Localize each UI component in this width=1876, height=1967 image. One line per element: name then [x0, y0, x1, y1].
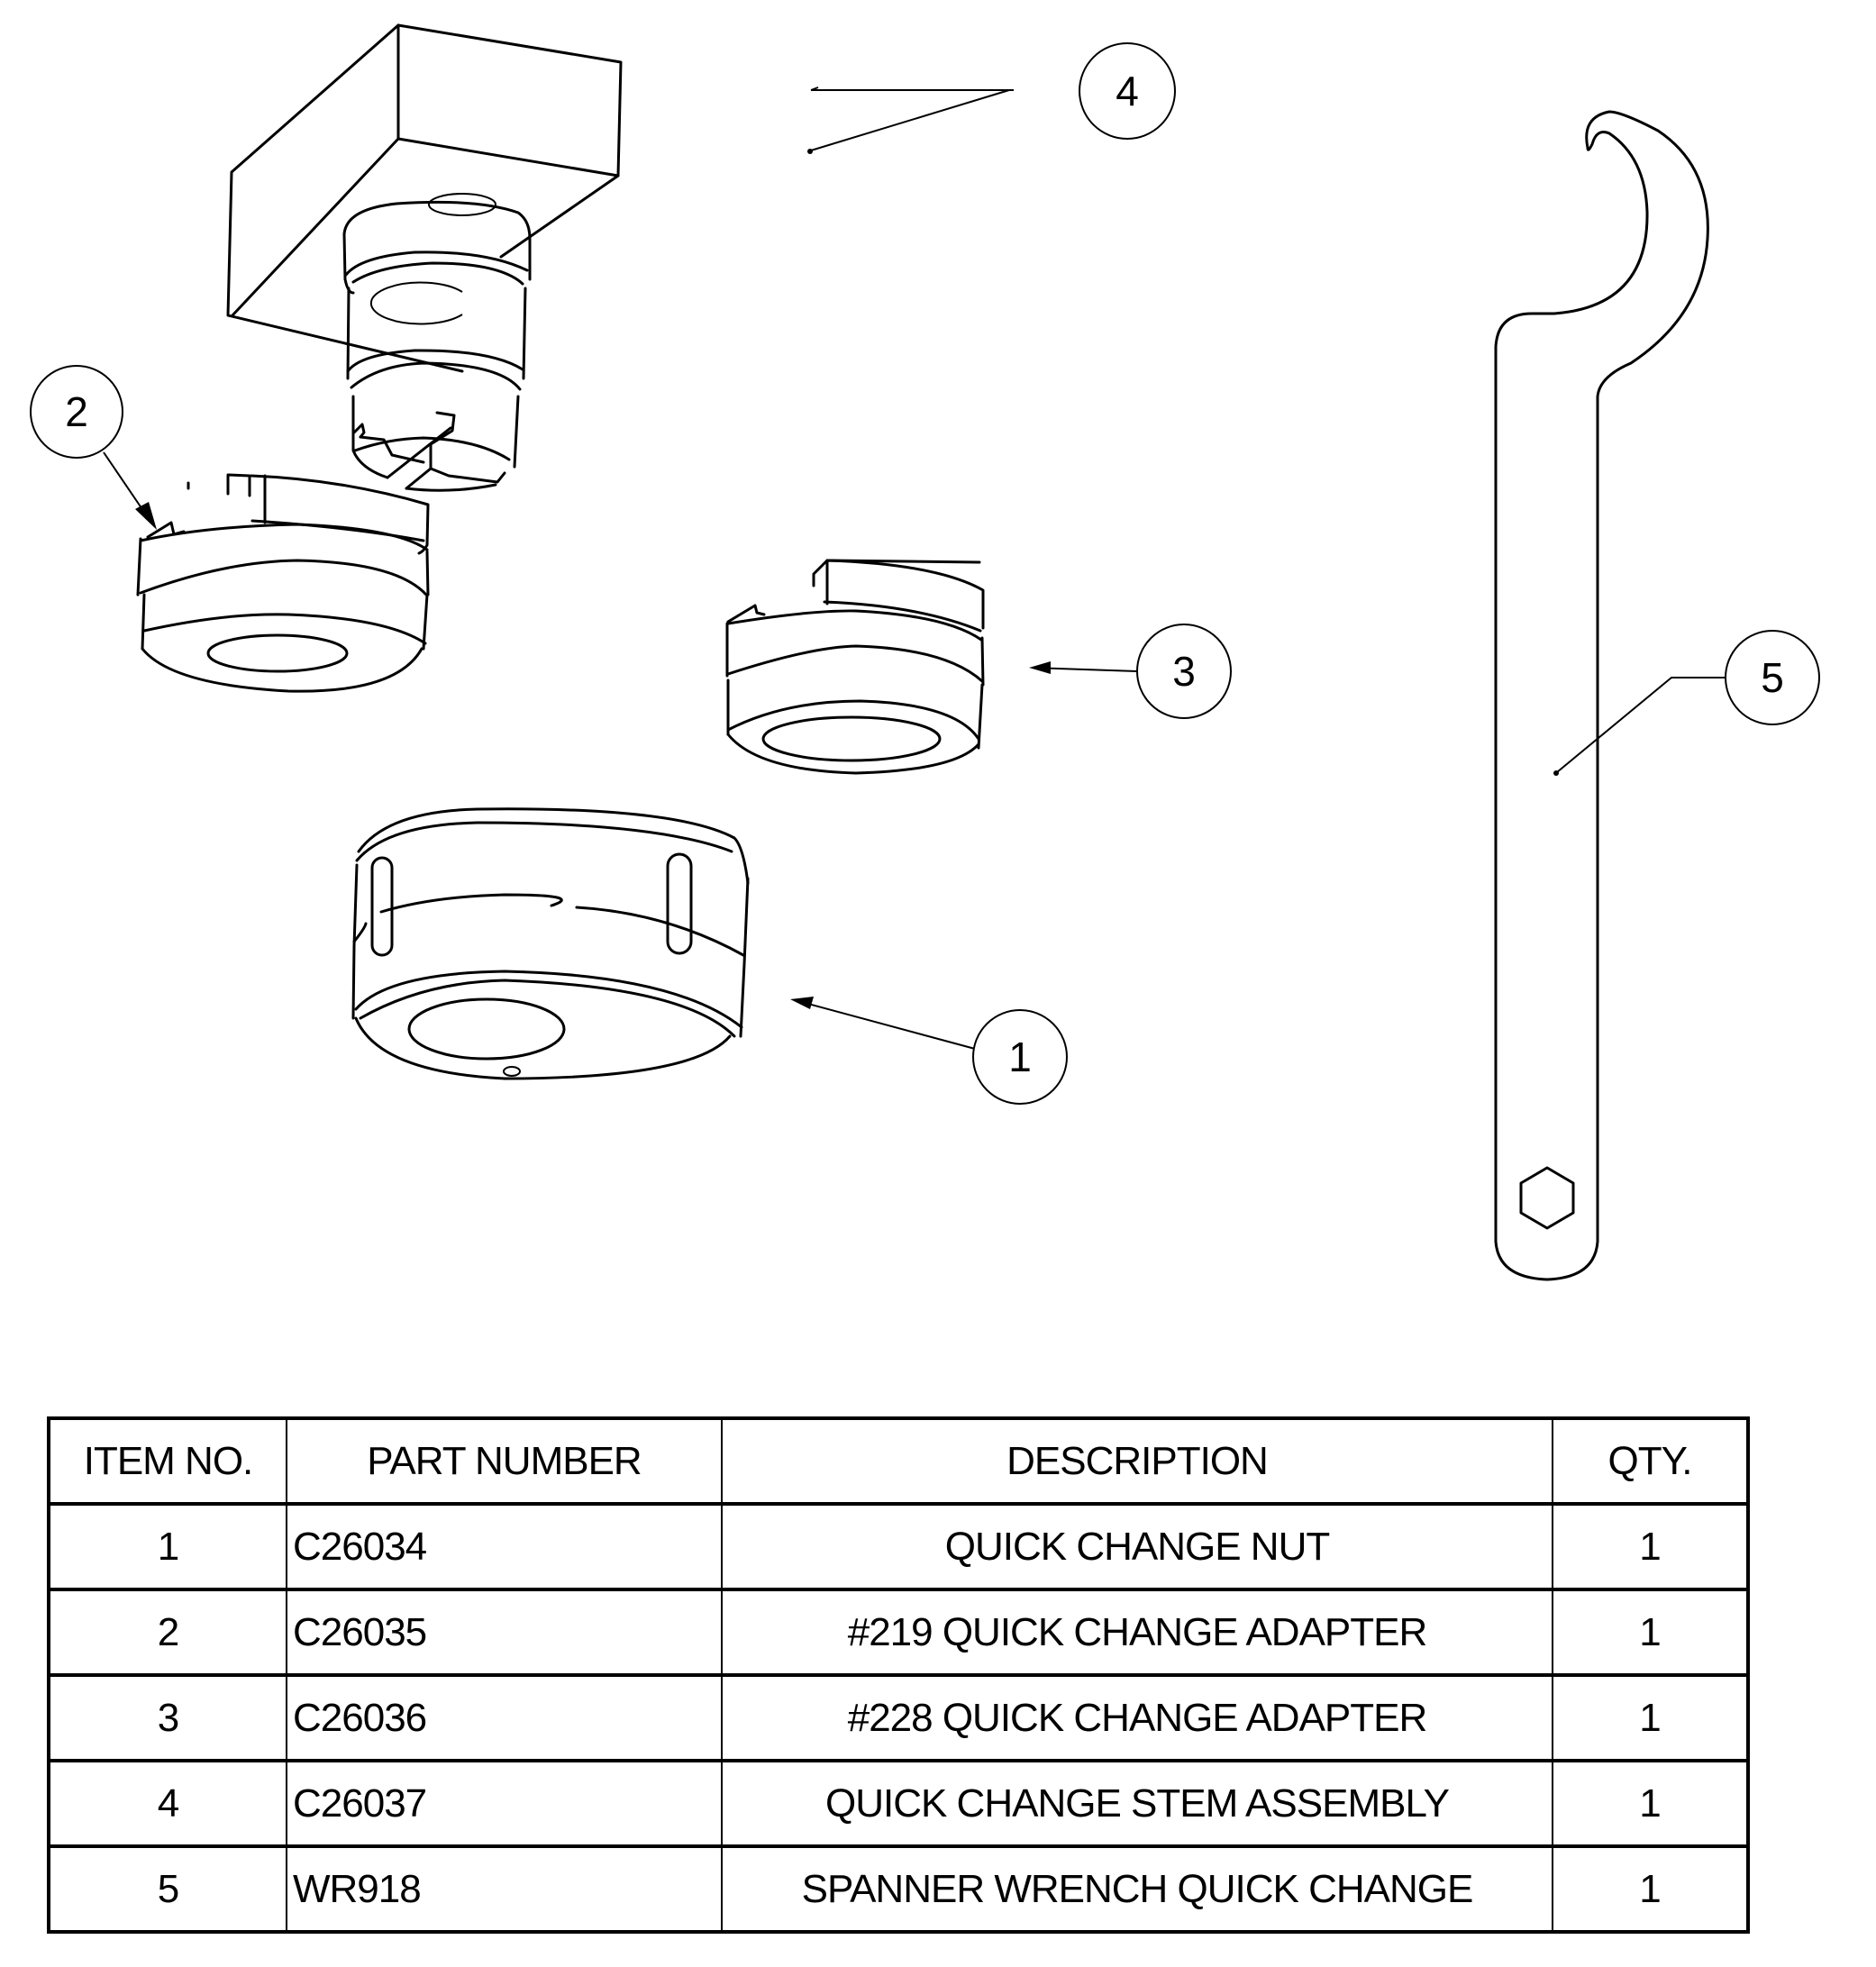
nut-slot-right — [666, 852, 693, 955]
cell-description: QUICK CHANGE STEM ASSEMBLY — [721, 1760, 1553, 1847]
leader-1 — [794, 999, 976, 1050]
svg-text:3: 3 — [1172, 648, 1196, 695]
block-small-hole — [428, 193, 496, 216]
cell-item-no: 5 — [48, 1845, 287, 1933]
block-left-face — [226, 23, 464, 373]
cell-item-no: 3 — [48, 1674, 287, 1762]
cell-part-number: C26037 — [286, 1760, 723, 1847]
part-quick-change-nut — [351, 807, 750, 1080]
adapter2-bore — [206, 633, 349, 673]
header-part-number: PART NUMBER — [286, 1417, 723, 1505]
cell-qty: 1 — [1552, 1674, 1749, 1762]
cell-description: SPANNER WRENCH QUICK CHANGE — [721, 1845, 1553, 1933]
cell-description: #219 QUICK CHANGE ADAPTER — [721, 1589, 1553, 1676]
block-bottom-edge — [231, 137, 400, 317]
cell-part-number: C26036 — [286, 1674, 723, 1762]
header-qty: QTY. — [1552, 1417, 1749, 1505]
bom-header-row: ITEM NO. PART NUMBER DESCRIPTION QTY. — [48, 1417, 1749, 1505]
balloon-3: 3 — [1136, 624, 1232, 719]
balloon-4: 4 — [1079, 42, 1176, 140]
bom-row: 3 C26036 #228 QUICK CHANGE ADAPTER 1 — [48, 1674, 1749, 1762]
nut-groove — [575, 906, 745, 957]
balloon-5: 5 — [1725, 630, 1820, 725]
part-219-adapter — [136, 473, 430, 693]
part-stem-assembly — [226, 23, 623, 492]
block-front-face — [396, 23, 623, 178]
nut-bore — [407, 997, 566, 1061]
bom-row: 4 C26037 QUICK CHANGE STEM ASSEMBLY 1 — [48, 1760, 1749, 1847]
cell-part-number: C26034 — [286, 1503, 723, 1590]
cell-item-no: 1 — [48, 1503, 287, 1590]
part-228-adapter — [725, 559, 985, 775]
cell-item-no: 4 — [48, 1760, 287, 1847]
bom-row: 1 C26034 QUICK CHANGE NUT 1 — [48, 1503, 1749, 1590]
cell-part-number: C26035 — [286, 1589, 723, 1676]
adapter3-bore — [761, 715, 942, 762]
exploded-assembly-drawing: 4 2 3 1 5 — [30, 23, 1820, 1281]
stem-collar-top — [342, 200, 532, 281]
leader-lines — [103, 87, 1726, 1050]
balloon-2: 2 — [30, 365, 123, 459]
leader-5 — [1556, 677, 1726, 773]
nut-pin-hole — [503, 1066, 521, 1077]
bom-row: 2 C26035 #219 QUICK CHANGE ADAPTER 1 — [48, 1589, 1749, 1676]
cell-item-no: 2 — [48, 1589, 287, 1676]
cell-description: #228 QUICK CHANGE ADAPTER — [721, 1674, 1553, 1762]
bill-of-materials-table: ITEM NO. PART NUMBER DESCRIPTION QTY. 1 … — [47, 1416, 1750, 1934]
part-spanner-wrench — [1494, 110, 1709, 1281]
bom-row: 5 WR918 SPANNER WRENCH QUICK CHANGE 1 — [48, 1845, 1749, 1933]
block-large-hole — [369, 281, 463, 325]
cell-qty: 1 — [1552, 1760, 1749, 1847]
adapter2-groove — [139, 559, 428, 596]
balloon-1: 1 — [972, 1009, 1068, 1105]
svg-text:2: 2 — [65, 388, 88, 435]
cell-description: QUICK CHANGE NUT — [721, 1503, 1553, 1590]
hex-hole-icon — [1519, 1166, 1575, 1230]
svg-text:4: 4 — [1116, 68, 1139, 114]
header-item-no: ITEM NO. — [48, 1417, 287, 1505]
leader-4 — [810, 89, 1010, 151]
block-bottom-right-edge — [499, 174, 620, 259]
wrench-outline — [1494, 110, 1709, 1281]
adapter3-groove — [726, 644, 984, 683]
stem-groove — [346, 349, 524, 373]
svg-text:5: 5 — [1761, 654, 1784, 701]
cell-qty: 1 — [1552, 1845, 1749, 1933]
header-description: DESCRIPTION — [721, 1417, 1553, 1505]
cell-qty: 1 — [1552, 1589, 1749, 1676]
svg-text:1: 1 — [1008, 1034, 1032, 1080]
adapter2-key — [226, 473, 251, 497]
nut-slot-left — [370, 856, 394, 957]
cell-qty: 1 — [1552, 1503, 1749, 1590]
cell-part-number: WR918 — [286, 1845, 723, 1933]
